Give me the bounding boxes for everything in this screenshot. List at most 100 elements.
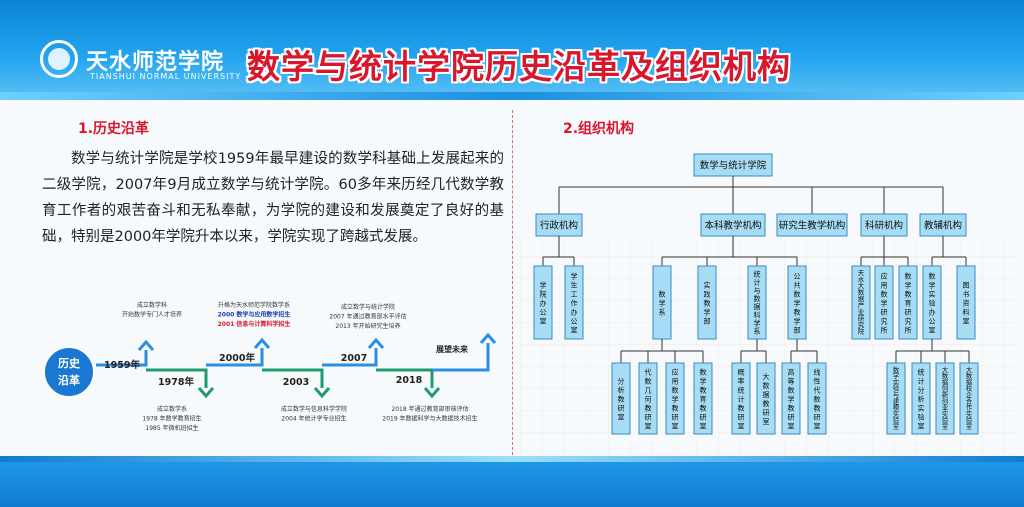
org-subunit-char: 析 <box>618 386 625 395</box>
org-unit-char: 学 <box>704 308 711 317</box>
org-unit-char: 学 <box>754 318 761 327</box>
timeline-connector <box>262 368 324 388</box>
org-subunit-char: 室 <box>700 422 707 431</box>
org-subunit-char: 室 <box>942 422 948 431</box>
timeline-year: 1978年 <box>158 376 194 388</box>
org-subunit-box <box>693 362 713 435</box>
org-subunit-char: 分 <box>618 377 625 386</box>
org-unit-char: 室 <box>540 317 547 326</box>
org-subunit-char: 学 <box>788 395 795 404</box>
header-banner <box>0 0 1024 100</box>
timeline-connector <box>322 348 378 367</box>
org-subunit-box <box>665 362 685 435</box>
timeline-arrowhead <box>253 337 271 349</box>
org-subunit-char: 代 <box>814 386 821 395</box>
org-unit-char: 图 <box>963 282 970 290</box>
org-unit-char: 天 <box>858 269 865 277</box>
org-subunit-char: 室 <box>814 422 821 431</box>
org-unit-char: 办 <box>540 299 547 308</box>
org-unit-char: 业 <box>858 307 865 316</box>
org-subunit-char: 统 <box>918 368 925 377</box>
org-unit-box <box>898 265 918 340</box>
org-subunit-char: 数 <box>645 377 652 386</box>
org-subunit-char: 研 <box>788 414 795 422</box>
timeline-badge-line2: 沿革 <box>58 373 80 387</box>
org-subunit-char: 室 <box>618 413 625 422</box>
org-unit-char: 系 <box>754 327 761 336</box>
timeline-note: 1978 年数学教育招生 <box>142 415 201 423</box>
org-unit-box <box>533 265 553 340</box>
org-subunit-char: 实 <box>893 377 899 386</box>
footer-band <box>0 462 1024 507</box>
org-unit-char: 教 <box>704 299 711 308</box>
org-subunit-char: 室 <box>672 422 679 431</box>
timeline-note: 2001 信息与计算科学招生 <box>218 320 291 328</box>
timeline-connector <box>206 348 264 367</box>
org-subunit-char: 学 <box>893 371 899 380</box>
org-unit-char: 学 <box>794 299 801 308</box>
org-unit-char: 用 <box>881 282 888 290</box>
org-branch-label: 行政机构 <box>540 220 578 232</box>
org-subunit-char: 企 <box>966 390 973 399</box>
timeline-note: 成立数学科 <box>137 301 167 309</box>
org-unit-char: 共 <box>794 281 801 290</box>
org-unit-char: 实 <box>929 290 936 299</box>
org-unit-char: 室 <box>571 326 578 335</box>
org-unit-char: 究 <box>858 320 865 329</box>
timeline-note: 2019 年数据科学与大数据技术招生 <box>382 415 477 423</box>
org-unit-char: 办 <box>929 308 936 317</box>
page-title: 数学与统计学院历史沿革及组织机构 <box>247 47 791 86</box>
org-unit-char: 究 <box>881 317 888 326</box>
org-subunit-char: 室 <box>893 422 899 431</box>
org-subunit-box <box>807 362 827 435</box>
timeline-year: 2007 <box>341 353 367 364</box>
org-subunit-char: 实 <box>893 409 899 418</box>
org-unit-char: 育 <box>905 299 912 308</box>
org-subunit-char: 验 <box>966 415 973 424</box>
org-unit-char: 公 <box>540 309 547 317</box>
org-subunit-char: 应 <box>672 368 679 377</box>
org-unit-char: 学 <box>905 281 912 290</box>
org-subunit-char: 等 <box>788 377 795 386</box>
org-subunit-char: 研 <box>645 414 652 422</box>
org-subunit-char: 教 <box>645 404 652 413</box>
org-subunit-box <box>781 362 801 435</box>
org-subunit-char: 研 <box>672 414 679 422</box>
timeline-connector <box>146 368 208 388</box>
org-subunit-char: 数 <box>942 371 949 380</box>
org-unit-char: 产 <box>858 301 865 310</box>
org-subunit-char: 数 <box>700 368 707 377</box>
timeline-arrowhead <box>137 339 155 351</box>
org-unit-char: 究 <box>905 317 912 326</box>
org-unit-char: 验 <box>929 299 936 308</box>
org-unit-char: 生 <box>571 281 578 290</box>
org-unit-char: 据 <box>754 302 761 311</box>
org-subunit-char: 教 <box>672 404 679 413</box>
org-subunit-char: 教 <box>700 404 707 413</box>
org-subunit-char: 何 <box>645 395 652 404</box>
org-unit-char: 学 <box>794 317 801 326</box>
org-subunit-char: 研 <box>814 414 821 422</box>
org-unit-char: 院 <box>858 327 865 336</box>
org-unit-char: 大 <box>858 281 865 290</box>
org-subunit-char: 据 <box>763 390 770 399</box>
org-unit-char: 工 <box>571 291 578 299</box>
org-subunit-box <box>935 362 955 435</box>
university-name-en: TIANSHUI NORMAL UNIVERSITY <box>90 72 242 81</box>
org-unit-char: 水 <box>858 275 865 284</box>
org-subunit-char: 大 <box>942 365 949 374</box>
org-unit-char: 所 <box>905 326 912 335</box>
org-subunit-char: 学 <box>672 395 679 404</box>
org-unit-char: 学 <box>571 272 578 281</box>
org-unit-char: 学 <box>881 299 888 308</box>
org-subunit-char: 室 <box>738 422 745 431</box>
org-subunit-char: 室 <box>645 422 652 431</box>
timeline-year: 1959年 <box>104 359 140 371</box>
section-divider <box>512 110 513 455</box>
timeline-arrowhead <box>197 387 215 399</box>
org-subunit-char: 研 <box>618 405 625 413</box>
org-subunit-char: 数 <box>814 395 821 404</box>
university-logo <box>40 40 78 78</box>
org-subunit-box <box>911 362 931 435</box>
org-unit-char: 部 <box>704 317 711 326</box>
